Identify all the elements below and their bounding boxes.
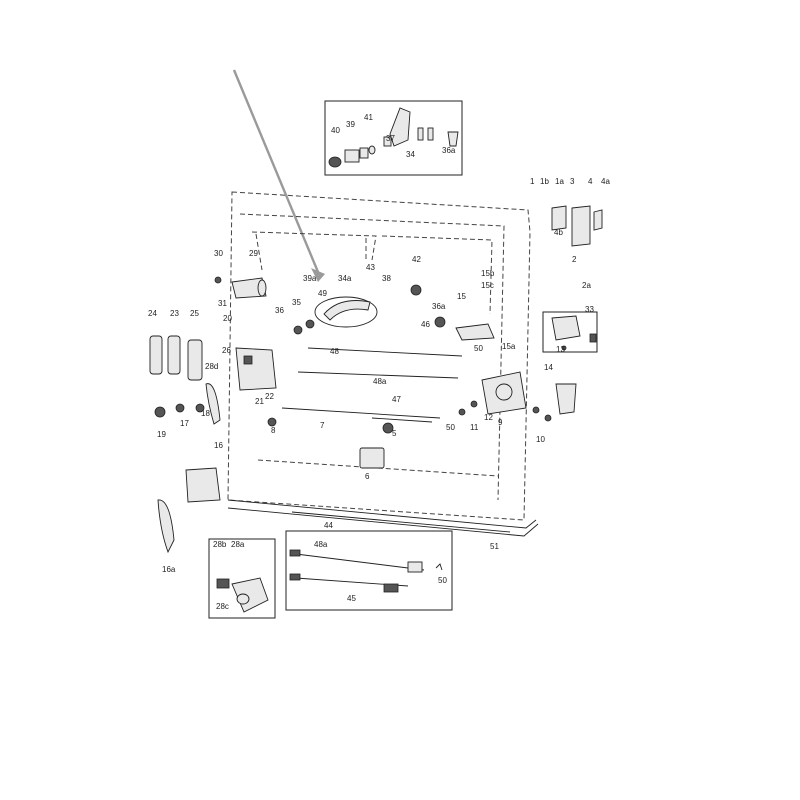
callout-label: 4 bbox=[588, 177, 593, 186]
door-handle-parts bbox=[149, 205, 603, 554]
callout-label: 36 bbox=[275, 306, 284, 315]
callout-label: 48 bbox=[330, 347, 339, 356]
callout-label: 24 bbox=[148, 309, 157, 318]
cable-inset-box bbox=[285, 530, 453, 611]
callout-label: 45 bbox=[347, 594, 356, 603]
callout-label: 15a bbox=[502, 342, 516, 351]
callout-label: 1 bbox=[530, 177, 535, 186]
callout-label: 1b bbox=[540, 177, 549, 186]
callout-label: 40 bbox=[331, 126, 340, 135]
callout-label: 50 bbox=[438, 576, 447, 585]
callout-label: 39a bbox=[303, 274, 317, 283]
callout-label: 7 bbox=[320, 421, 325, 430]
callout-label: 44 bbox=[324, 521, 333, 530]
callout-label: 43 bbox=[366, 263, 375, 272]
callout-label: 19 bbox=[157, 430, 166, 439]
callout-label: 50 bbox=[474, 344, 483, 353]
callout-label: 3 bbox=[570, 177, 575, 186]
callout-label: 39 bbox=[346, 120, 355, 129]
callout-label: 34 bbox=[406, 150, 415, 159]
callout-label: 49 bbox=[318, 289, 327, 298]
callout-label: 31 bbox=[218, 299, 227, 308]
callout-label: 9 bbox=[498, 418, 503, 427]
callout-label: 28b bbox=[213, 540, 227, 549]
callout-label: 21 bbox=[255, 397, 264, 406]
callout-label: 34a bbox=[338, 274, 352, 283]
callout-label: 14 bbox=[544, 363, 553, 372]
callout-label: 11 bbox=[470, 423, 479, 432]
callout-label: 17 bbox=[180, 419, 189, 428]
door-outline bbox=[227, 191, 531, 521]
callout-label: 50 bbox=[446, 423, 455, 432]
callout-label: 48a bbox=[373, 377, 387, 386]
callout-label: 48a bbox=[314, 540, 328, 549]
callout-label: 2a bbox=[582, 281, 591, 290]
callout-label: 41 bbox=[364, 113, 373, 122]
door-sill bbox=[227, 499, 539, 537]
callout-label: 28c bbox=[216, 602, 229, 611]
callout-label: 18 bbox=[201, 409, 210, 418]
callout-label: 2 bbox=[572, 255, 577, 264]
callout-label: 29 bbox=[249, 249, 258, 258]
hinge-inset-box bbox=[542, 311, 598, 353]
callout-label: 46 bbox=[421, 320, 430, 329]
callout-label: 20 bbox=[223, 314, 232, 323]
callout-label: 36a bbox=[442, 146, 456, 155]
callout-label: 1a bbox=[555, 177, 564, 186]
callout-label: 28d bbox=[205, 362, 218, 371]
callout-label: 36a bbox=[432, 302, 446, 311]
callout-label: 26 bbox=[222, 346, 231, 355]
callout-label: 33 bbox=[585, 305, 594, 314]
callout-label: 16a bbox=[162, 565, 176, 574]
callout-label: 4a bbox=[601, 177, 610, 186]
pointer-arrow bbox=[232, 69, 325, 282]
callout-label: 25 bbox=[190, 309, 199, 318]
callout-label: 6 bbox=[365, 472, 370, 481]
callout-label: 15 bbox=[457, 292, 466, 301]
callout-label: 4b bbox=[554, 228, 563, 237]
lock-cylinder-inset-box bbox=[324, 100, 463, 176]
callout-label: 15b bbox=[481, 269, 495, 278]
callout-label: 51 bbox=[490, 542, 499, 551]
callout-label: 16 bbox=[214, 441, 223, 450]
callout-label: 30 bbox=[214, 249, 223, 258]
callout-label: 13 bbox=[556, 345, 565, 354]
callout-label: 37 bbox=[386, 134, 395, 143]
callout-label: 10 bbox=[536, 435, 545, 444]
callout-label: 28a bbox=[231, 540, 245, 549]
callout-label: 42 bbox=[412, 255, 421, 264]
lock-detail-inset-box bbox=[208, 538, 276, 619]
callout-label: 5 bbox=[392, 429, 397, 438]
callout-label: 12 bbox=[484, 413, 493, 422]
callout-label: 15c bbox=[481, 281, 494, 290]
callout-label: 23 bbox=[170, 309, 179, 318]
callout-label: 47 bbox=[392, 395, 401, 404]
callout-label: 38 bbox=[382, 274, 391, 283]
callout-label: 22 bbox=[265, 392, 274, 401]
callout-label: 35 bbox=[292, 298, 301, 307]
callout-label: 8 bbox=[271, 426, 276, 435]
